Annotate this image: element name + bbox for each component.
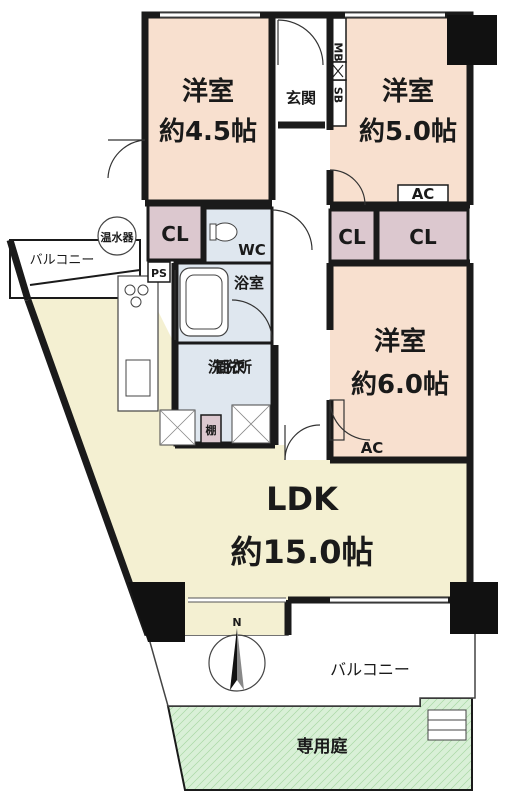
shelf-label: 棚 (206, 423, 217, 437)
closet-3-label: CL (409, 225, 437, 249)
closet-2 (328, 208, 377, 264)
ldk-size: 約15.0帖 (231, 533, 374, 571)
western-room-1-name: 洋室 (182, 76, 234, 107)
western-room-2-name: 洋室 (382, 76, 434, 107)
shelf-box (200, 414, 222, 444)
wc-label: WC (238, 241, 266, 259)
western-room-1 (145, 15, 272, 200)
kitchen-sink (125, 359, 151, 397)
ac-label-top: AC (412, 185, 435, 203)
north-label: N (232, 616, 241, 629)
bath-label: 浴室 (234, 274, 264, 292)
ps-label: PS (151, 267, 167, 280)
bathtub-icon (179, 267, 229, 337)
western-room-3 (330, 265, 470, 460)
western-room-3-name: 洋室 (374, 326, 426, 357)
north-compass (208, 628, 266, 692)
garden-label: 専用庭 (297, 736, 348, 757)
doors (107, 19, 371, 461)
western-room-3-size: 約6.0帖 (351, 369, 449, 400)
western-room-2-size: 約5.0帖 (359, 116, 457, 147)
western-room-1-size: 約4.5帖 (159, 116, 257, 147)
ps-shaft (147, 261, 171, 283)
garden-steps (427, 709, 467, 741)
closet-3 (376, 208, 470, 264)
western-room-2 (330, 15, 470, 202)
pillar-mid-right (450, 582, 498, 634)
sb-label: SB (332, 87, 345, 103)
ac-label-bottom: AC (361, 439, 384, 457)
pillar-top-right (447, 15, 497, 65)
windows (160, 12, 448, 603)
toilet-icon (212, 222, 238, 242)
ldk-name: LDK (266, 480, 339, 518)
kitchen-counter (117, 275, 159, 412)
water-heater-label: 温水器 (101, 230, 135, 244)
balcony-top-label: バルコニー (30, 253, 95, 268)
washroom-label: 洗面脱衣所 (208, 358, 252, 376)
mb-label: MB (332, 42, 345, 61)
balcony-bottom-label: バルコニー (330, 660, 410, 679)
pillar-bottom-left (128, 582, 185, 642)
water-heater (97, 216, 137, 256)
closet-2-label: CL (338, 225, 366, 249)
closet-1-label: CL (161, 222, 189, 246)
entrance-label: 玄関 (286, 89, 316, 107)
